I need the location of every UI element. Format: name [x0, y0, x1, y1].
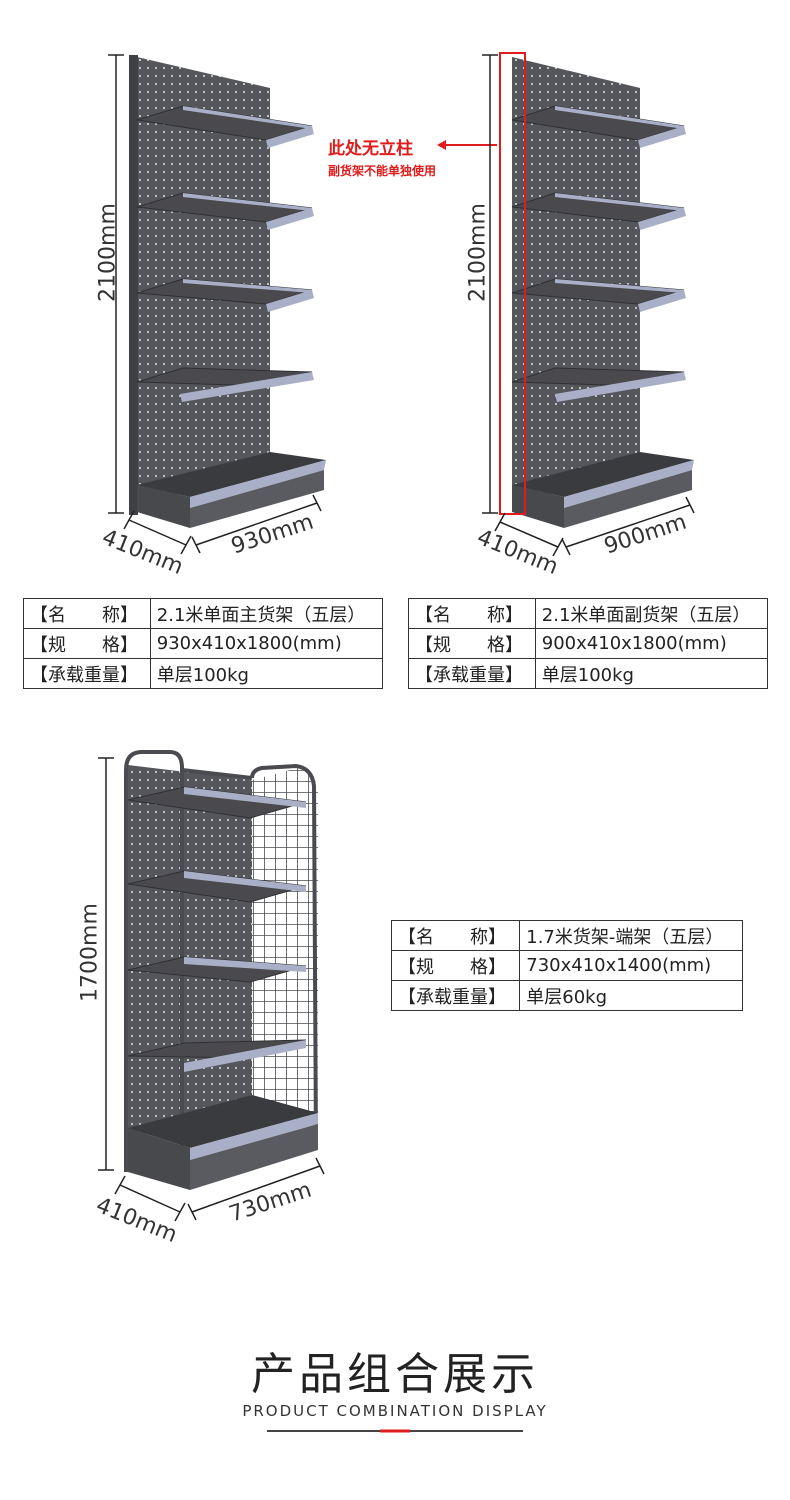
- spec-key: 【承载重量】: [23, 658, 151, 689]
- spec-value: 单层60kg: [519, 980, 743, 1011]
- spec-value: 单层100kg: [149, 658, 384, 689]
- spec-key: 【名 称】: [390, 920, 521, 951]
- shelf-1-spec-table: 【名 称】2.1米单面主货架（五层） 【规 格】930x410x1800(mm)…: [23, 598, 384, 689]
- shelf-1-illustration: [108, 54, 326, 555]
- spec-value: 2.1米单面副货架（五层）: [534, 598, 769, 629]
- spec-key: 【承载重量】: [390, 980, 521, 1011]
- spec-row-size: 【规 格】900x410x1800(mm): [408, 628, 769, 659]
- spec-row-name: 【名 称】2.1米单面主货架（五层）: [23, 598, 384, 629]
- spec-value: 2.1米单面主货架（五层）: [149, 598, 384, 629]
- spec-value: 930x410x1800(mm): [149, 628, 384, 659]
- spec-row-size: 【规 格】930x410x1800(mm): [23, 628, 384, 659]
- spec-value: 730x410x1400(mm): [519, 950, 743, 981]
- spec-value: 1.7米货架-端架（五层）: [519, 920, 743, 951]
- no-post-note: 此处无立柱: [328, 139, 413, 159]
- shelf-2-illustration: [437, 52, 695, 557]
- section-title: 产品组合展示: [251, 1349, 539, 1400]
- spec-key: 【规 格】: [408, 628, 536, 659]
- shelf-3-height-label: 1700mm: [77, 903, 103, 1002]
- spec-row-size: 【规 格】730x410x1400(mm): [390, 950, 743, 981]
- spec-row-name: 【名 称】1.7米货架-端架（五层）: [390, 920, 743, 951]
- shelf-1-height-label: 2100mm: [95, 203, 121, 302]
- section-subtitle: PRODUCT COMBINATION DISPLAY: [242, 1402, 548, 1420]
- shelf-2-spec-table: 【名 称】2.1米单面副货架（五层） 【规 格】900x410x1800(mm)…: [408, 598, 769, 689]
- shelf-3-spec-table: 【名 称】1.7米货架-端架（五层） 【规 格】730x410x1400(mm)…: [390, 920, 743, 1011]
- spec-value: 900x410x1800(mm): [534, 628, 769, 659]
- spec-key: 【名 称】: [408, 598, 536, 629]
- spec-row-load: 【承载重量】单层60kg: [390, 980, 743, 1011]
- spec-key: 【承载重量】: [408, 658, 536, 689]
- no-post-subnote: 副货架不能单独使用: [328, 164, 437, 178]
- spec-row-name: 【名 称】2.1米单面副货架（五层）: [408, 598, 769, 629]
- spec-row-load: 【承载重量】单层100kg: [23, 658, 384, 689]
- spec-value: 单层100kg: [534, 658, 769, 689]
- shelf-3-illustration: [98, 750, 325, 1222]
- spec-key: 【规 格】: [390, 950, 521, 981]
- spec-key: 【名 称】: [23, 598, 151, 629]
- spec-row-load: 【承载重量】单层100kg: [408, 658, 769, 689]
- shelf-2-height-label: 2100mm: [465, 203, 491, 302]
- spec-key: 【规 格】: [23, 628, 151, 659]
